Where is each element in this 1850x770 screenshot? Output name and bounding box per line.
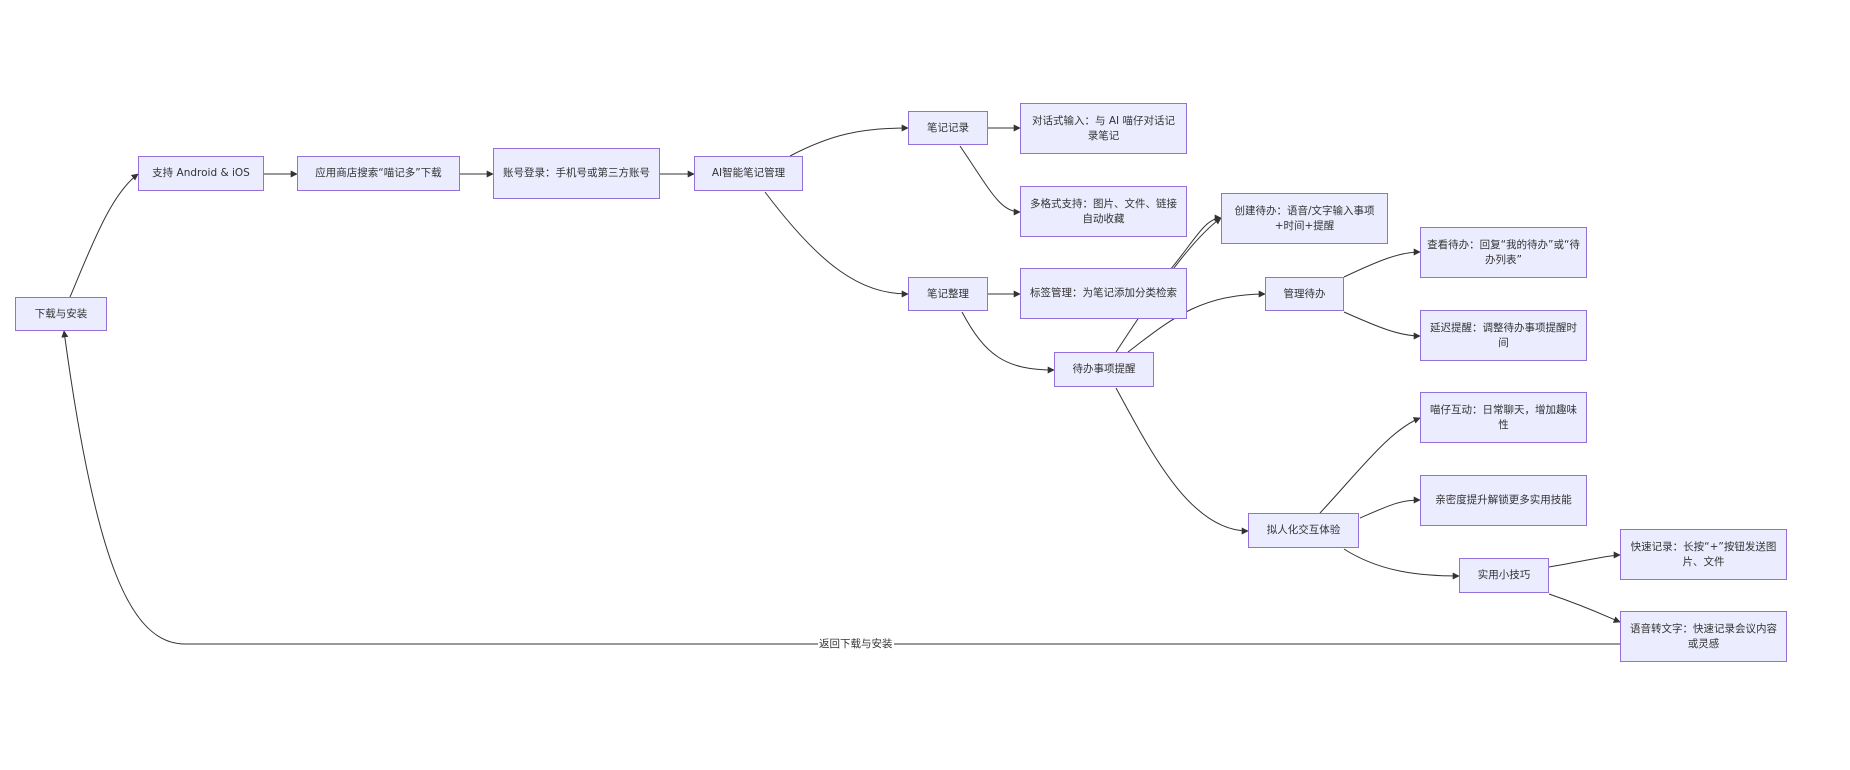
node-voice[interactable]: 语音转文字：快速记录会议内容或灵感: [1620, 611, 1787, 662]
edge-voice-download: [61, 330, 1620, 645]
node-dialog[interactable]: 对话式输入：与 AI 喵仔对话记录笔记: [1020, 103, 1187, 154]
edge-human-intimacy: [1359, 496, 1421, 519]
node-quick[interactable]: 快速记录：长按“+”按钮发送图片、文件: [1620, 529, 1787, 580]
node-delay[interactable]: 延迟提醒：调整待办事项提醒时间: [1420, 310, 1587, 361]
edge-record-multi: [959, 145, 1021, 216]
node-human[interactable]: 拟人化交互体验: [1248, 513, 1359, 548]
edge-tips-quick: [1548, 551, 1621, 568]
node-create[interactable]: 创建待办：语音/文字输入事项+时间+提醒: [1221, 193, 1388, 244]
node-appstore[interactable]: 应用商店搜索“喵记多”下载: [297, 156, 460, 191]
node-ai[interactable]: AI智能笔记管理: [694, 156, 803, 191]
node-support[interactable]: 支持 Android & iOS: [138, 156, 264, 191]
edge-tips-voice: [1548, 593, 1621, 623]
node-tag[interactable]: 标签管理：为笔记添加分类检索: [1020, 268, 1187, 319]
edge-todo-manage: [1127, 290, 1266, 353]
edge-ai-organize: [764, 191, 909, 298]
edge-organize-todo: [961, 311, 1055, 374]
node-download[interactable]: 下载与安装: [15, 297, 107, 331]
node-login[interactable]: 账号登录：手机号或第三方账号: [493, 148, 660, 199]
edge-manage-view: [1343, 248, 1421, 278]
node-organize[interactable]: 笔记整理: [908, 277, 988, 311]
edge-human-tips: [1343, 548, 1460, 580]
node-record[interactable]: 笔记记录: [908, 111, 988, 145]
edge-download-support: [69, 173, 139, 298]
edge-todo-human: [1115, 387, 1249, 535]
node-manage[interactable]: 管理待办: [1265, 277, 1344, 311]
node-tips[interactable]: 实用小技巧: [1459, 558, 1549, 593]
edge-manage-delay: [1343, 311, 1421, 340]
node-view[interactable]: 查看待办：回复“我的待办”或“待办列表”: [1420, 227, 1587, 278]
node-todo[interactable]: 待办事项提醒: [1054, 352, 1154, 387]
edge-human-chat: [1319, 417, 1421, 514]
edge-ai-record: [789, 124, 909, 157]
node-intimacy[interactable]: 亲密度提升解锁更多实用技能: [1420, 475, 1587, 526]
node-chat[interactable]: 喵仔互动：日常聊天，增加趣味性: [1420, 392, 1587, 443]
edge-label-back: 返回下载与安装: [818, 637, 894, 651]
node-multi[interactable]: 多格式支持：图片、文件、链接自动收藏: [1020, 186, 1187, 237]
